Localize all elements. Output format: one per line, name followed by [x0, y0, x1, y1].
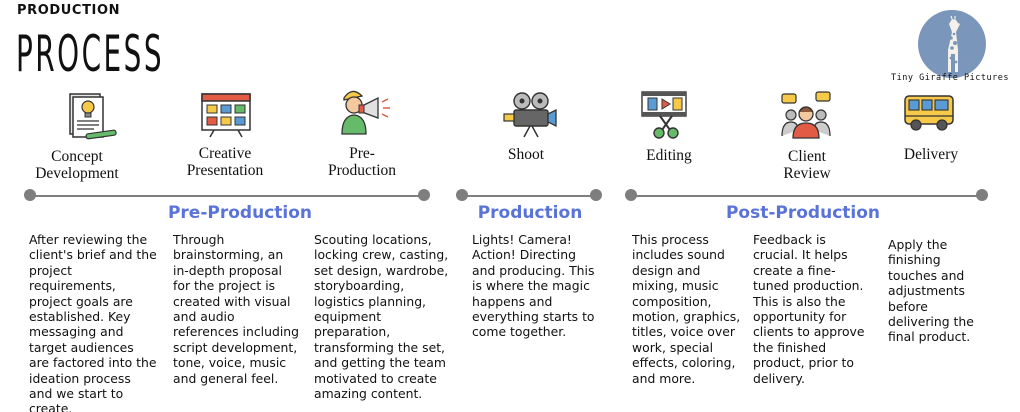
timeline-postproduction — [631, 195, 982, 197]
stage-label-preproduction: Pre- Production — [327, 145, 397, 179]
timeline-dot — [625, 189, 637, 201]
stage-label-review: Client Review — [783, 148, 831, 182]
timeline-preproduction — [30, 195, 424, 197]
description-creative: Through brainstorming, an in-depth propo… — [173, 232, 299, 386]
description-shoot: Lights! Camera! Action! Directing and pr… — [472, 232, 595, 340]
page-title: PROCESS — [16, 25, 165, 83]
timeline-dot — [456, 189, 468, 201]
logo-text: Tiny Giraffe Pictures — [891, 73, 1009, 83]
film-camera-icon — [503, 92, 557, 138]
description-concept: After reviewing the client's brief and t… — [29, 232, 157, 412]
stage-label-creative: Creative Presentation — [186, 145, 264, 179]
logo — [918, 10, 986, 78]
lightbulb-document-icon — [69, 93, 117, 140]
giraffe-icon — [948, 15, 960, 72]
description-delivery: Apply the finishing touches and adjustme… — [888, 237, 974, 345]
van-icon — [904, 95, 954, 131]
timeline-production — [462, 195, 596, 197]
stage-label-concept: Concept Development — [35, 148, 119, 182]
description-preproduction: Scouting locations, locking crew, castin… — [314, 232, 449, 402]
header-subtitle: PRODUCTION — [17, 3, 121, 18]
timeline-dot — [590, 189, 602, 201]
stage-label-shoot: Shoot — [507, 146, 545, 163]
phase-label-preproduction: Pre-Production — [167, 203, 313, 223]
film-scissors-icon — [641, 91, 687, 139]
presentation-board-icon — [201, 93, 251, 138]
timeline-dot — [24, 189, 36, 201]
timeline-dot — [976, 189, 988, 201]
phase-label-production: Production — [477, 203, 583, 223]
timeline-dot — [418, 189, 430, 201]
stage-label-editing: Editing — [646, 147, 692, 164]
description-review: Feedback is crucial. It helps create a f… — [753, 232, 865, 386]
description-editing: This process includes sound design and m… — [632, 232, 741, 386]
stage-label-delivery: Delivery — [903, 146, 959, 163]
people-chat-icon — [781, 91, 831, 139]
phase-label-postproduction: Post-Production — [725, 203, 881, 223]
megaphone-person-icon — [341, 90, 390, 135]
